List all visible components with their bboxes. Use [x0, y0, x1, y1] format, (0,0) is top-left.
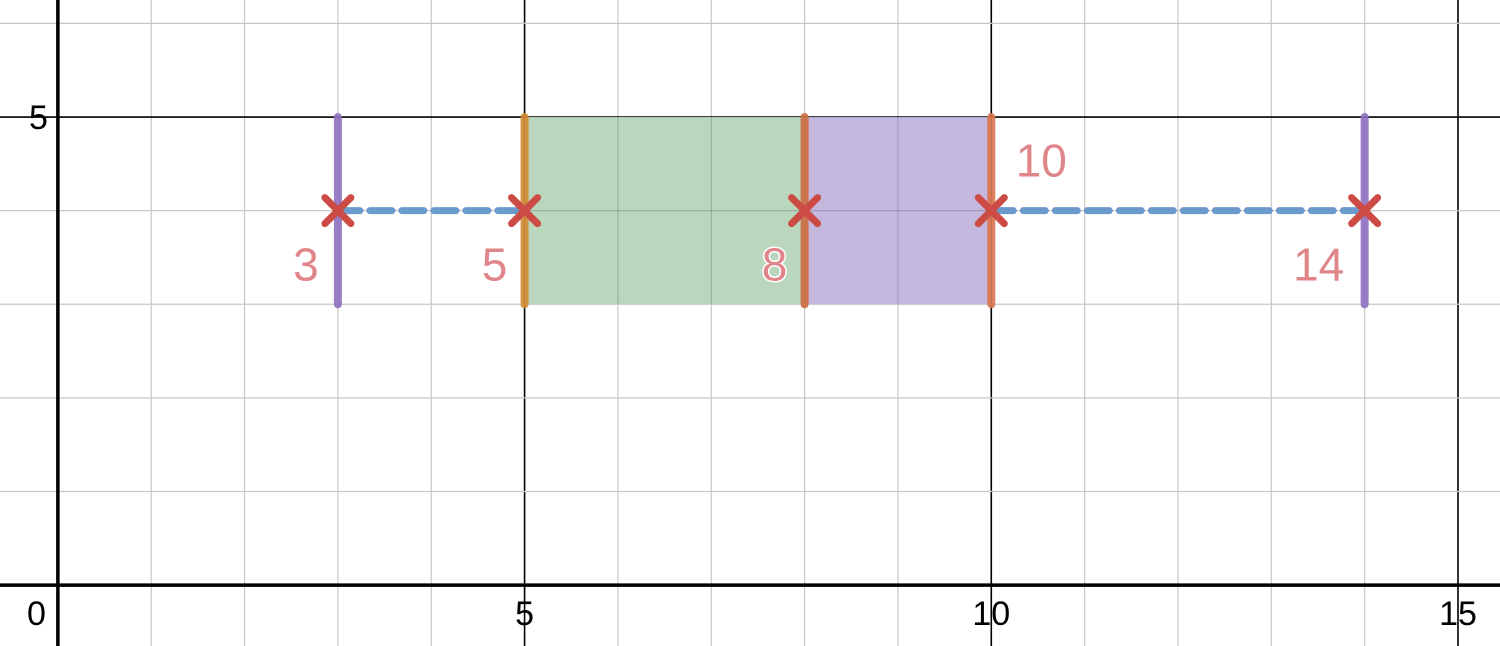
data-label: 14	[1293, 239, 1344, 291]
x-marker-shape	[321, 194, 355, 228]
upper-box	[804, 117, 992, 305]
x-tick-label: 15	[1439, 595, 1477, 633]
lower-box	[524, 117, 805, 305]
x-marker-shape	[974, 194, 1008, 228]
data-point-marker	[974, 194, 1008, 228]
data-label: 8	[762, 239, 788, 291]
x-marker-shape	[1348, 194, 1382, 228]
x-tick-label: 5	[515, 595, 534, 633]
x-tick-label: 0	[27, 595, 46, 633]
data-point-marker	[1348, 194, 1382, 228]
data-label: 5	[482, 239, 508, 291]
data-point-marker	[508, 194, 542, 228]
x-marker-shape	[788, 194, 822, 228]
y-tick-label: 5	[29, 99, 48, 137]
x-tick-label: 10	[972, 595, 1010, 633]
data-point-marker	[321, 194, 355, 228]
box-plot	[321, 113, 1382, 309]
data-label: 10	[1016, 135, 1067, 187]
data-label: 3	[293, 239, 319, 291]
x-marker-shape	[508, 194, 542, 228]
data-point-marker	[788, 194, 822, 228]
labels: 3 5 8 10 14	[292, 133, 1346, 292]
